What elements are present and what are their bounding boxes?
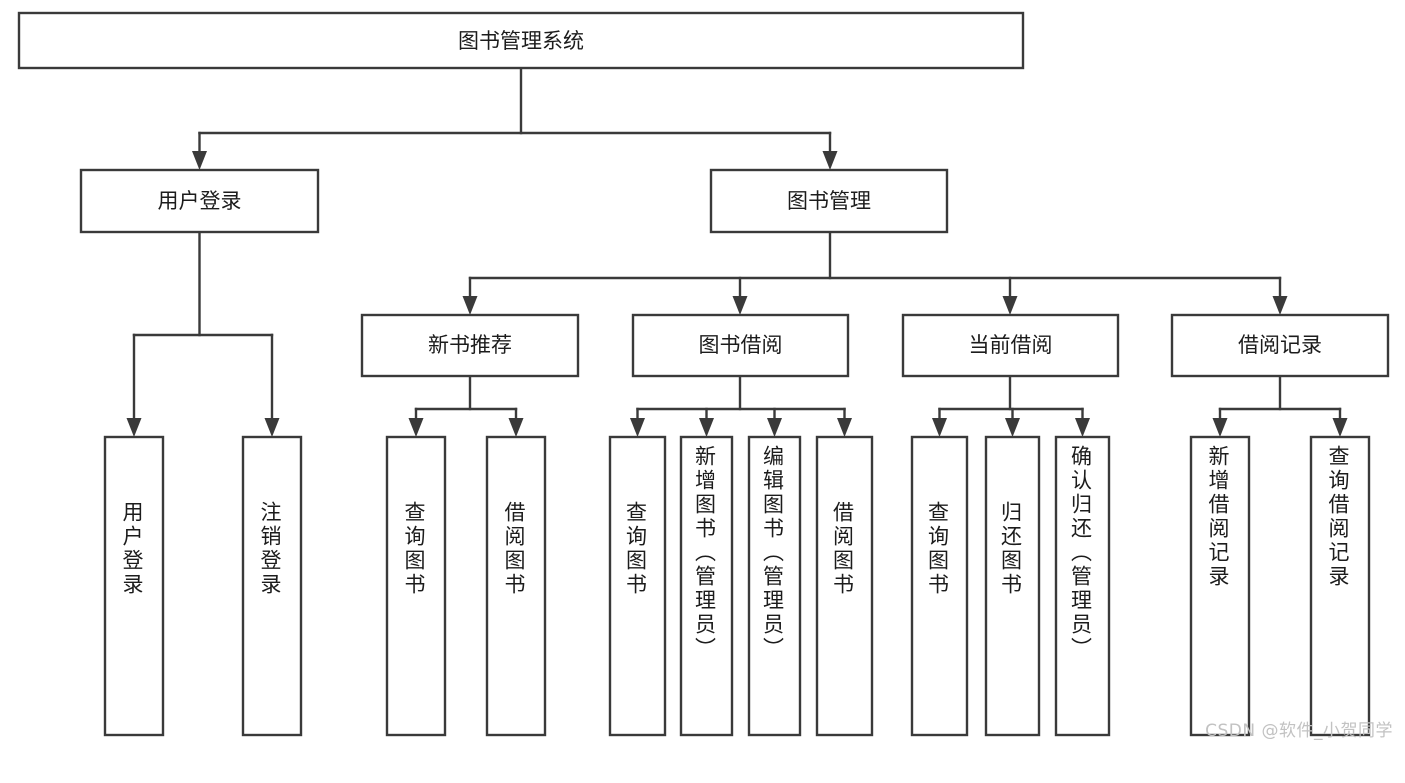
connector-currentborrow-to-leaves bbox=[932, 374, 1090, 437]
node-current-borrow-label: 当前借阅 bbox=[969, 333, 1053, 357]
node-user-login-label: 用户登录 bbox=[158, 189, 242, 213]
leaf-node[interactable] bbox=[679, 435, 734, 737]
connector-root-to-level2 bbox=[192, 66, 838, 170]
node-book-borrow-label: 图书借阅 bbox=[699, 333, 783, 357]
leaf-node[interactable] bbox=[1054, 435, 1111, 737]
connector-bookmgmt-to-level3 bbox=[462, 230, 1288, 315]
node-user-login[interactable]: 用户登录 bbox=[79, 168, 320, 234]
node-borrow-record[interactable]: 借阅记录 bbox=[1170, 313, 1390, 378]
node-root[interactable]: 图书管理系统 bbox=[17, 11, 1025, 70]
leaf-node[interactable] bbox=[1309, 435, 1371, 737]
leaf-node[interactable] bbox=[608, 435, 667, 737]
node-new-book-recommend[interactable]: 新书推荐 bbox=[360, 313, 580, 378]
watermark: CSDN @软件_小贺同学 bbox=[1205, 721, 1393, 741]
leaf-node[interactable] bbox=[747, 435, 802, 737]
leaf-node[interactable] bbox=[103, 435, 165, 737]
node-book-management-label: 图书管理 bbox=[787, 189, 871, 213]
leaf-node[interactable] bbox=[385, 435, 447, 737]
diagram-canvas: 图书管理系统 用户登录 图书管理 新书推荐 图书借阅 当前借阅 借阅记录 bbox=[17, 11, 1390, 737]
connector-borrowrecord-to-leaves bbox=[1212, 374, 1348, 437]
connector-userlogin-to-leaves bbox=[126, 230, 280, 437]
node-root-label: 图书管理系统 bbox=[458, 29, 584, 53]
leaf-node[interactable] bbox=[984, 435, 1041, 737]
leaf-node[interactable] bbox=[1189, 435, 1251, 737]
node-new-book-recommend-label: 新书推荐 bbox=[428, 333, 512, 357]
leaf-node-rects bbox=[103, 435, 1371, 737]
leaf-node[interactable] bbox=[815, 435, 874, 737]
connector-bookborrow-to-leaves bbox=[630, 374, 852, 437]
leaf-node[interactable] bbox=[241, 435, 303, 737]
node-borrow-record-label: 借阅记录 bbox=[1238, 333, 1322, 357]
node-current-borrow[interactable]: 当前借阅 bbox=[901, 313, 1120, 378]
connector-newbook-to-leaves bbox=[408, 374, 524, 437]
flowchart-diagram: 图书管理系统 用户登录 图书管理 新书推荐 图书借阅 当前借阅 借阅记录 bbox=[17, 11, 1393, 741]
leaf-node[interactable] bbox=[485, 435, 547, 737]
leaf-node[interactable] bbox=[910, 435, 969, 737]
node-book-management[interactable]: 图书管理 bbox=[709, 168, 949, 234]
node-book-borrow[interactable]: 图书借阅 bbox=[631, 313, 850, 378]
